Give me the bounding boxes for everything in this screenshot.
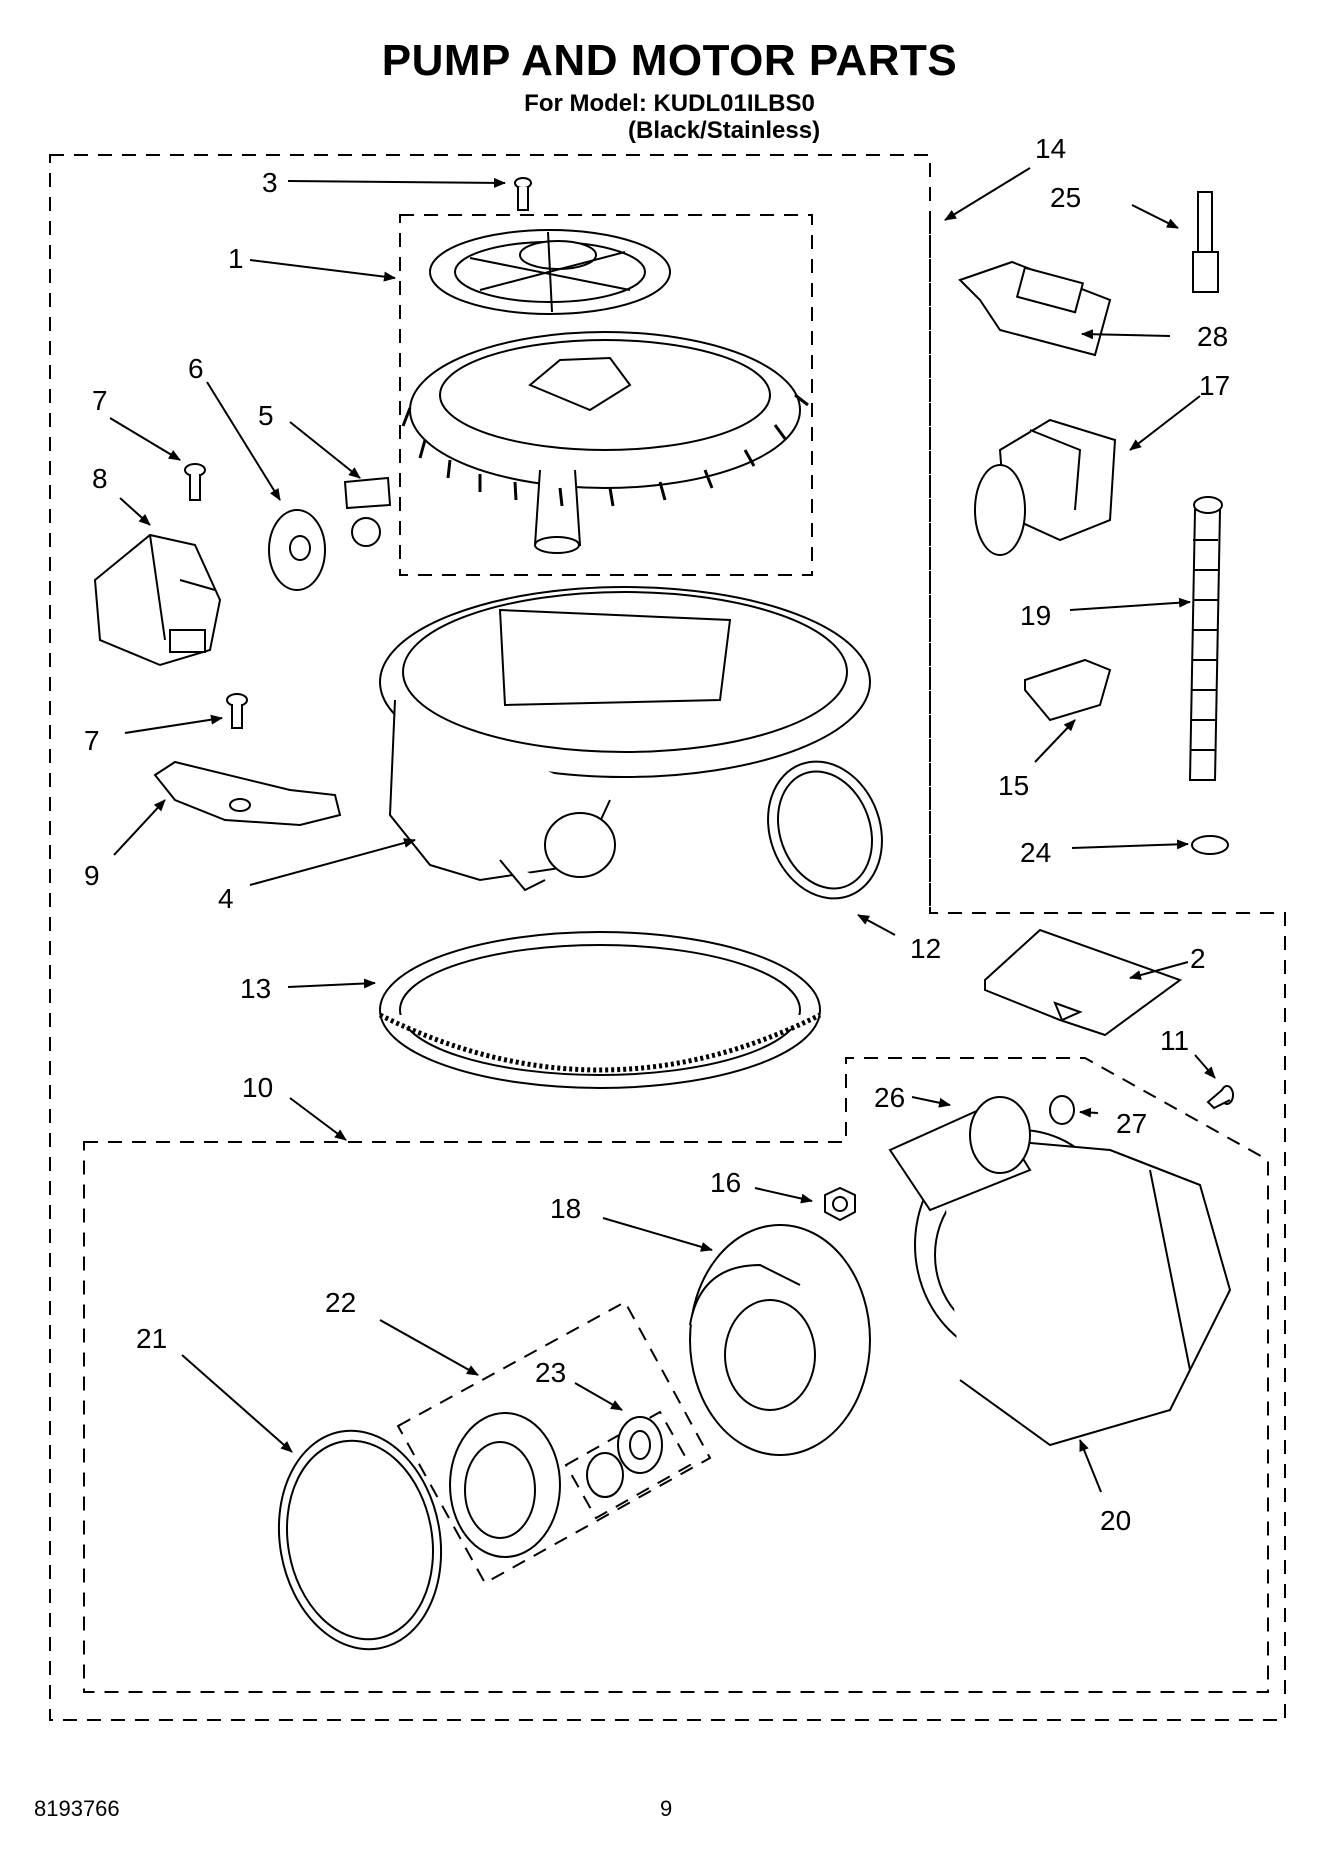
nut-16-part <box>824 1186 856 1222</box>
motor-housing-8-part <box>93 533 222 667</box>
dashed-group-outlines <box>49 154 1286 1721</box>
pump-housing-18-part <box>689 1224 871 1456</box>
callout-20: 20 <box>1100 1505 1131 1536</box>
document-number: 8193766 <box>34 1796 120 1821</box>
seal-13-part <box>378 931 822 1089</box>
callout-9: 9 <box>84 860 100 891</box>
callout-22: 22 <box>325 1287 356 1318</box>
model-line: For Model: KUDL01ILBS0 <box>524 90 815 117</box>
screw-7a-part <box>184 463 206 501</box>
leader-arrows <box>109 167 1216 1493</box>
callout-12: 12 <box>910 933 941 964</box>
callout-18: 18 <box>550 1193 581 1224</box>
callout-25: 25 <box>1050 182 1081 213</box>
screw-3-part <box>514 177 532 211</box>
grommet-5-part <box>343 476 392 547</box>
variant-line: (Black/Stainless) <box>628 117 821 144</box>
callout-21: 21 <box>136 1323 167 1354</box>
ring-21-part <box>277 1429 443 1651</box>
screw-7b-part <box>226 693 248 729</box>
group-10-outline <box>83 1057 1269 1693</box>
group-1-outline <box>399 214 813 576</box>
latch-15-part <box>1024 658 1112 722</box>
callout-labels: 3 1 14 25 28 17 7 6 5 8 7 9 4 19 15 24 1… <box>84 133 1230 1536</box>
pump-cover-part <box>401 331 809 554</box>
callout-5: 5 <box>258 400 274 431</box>
callout-2: 2 <box>1190 943 1206 974</box>
callout-15: 15 <box>998 770 1029 801</box>
sump-4-part <box>379 586 871 892</box>
callout-16: 16 <box>710 1167 741 1198</box>
grommet-27-part <box>1049 1095 1075 1125</box>
callout-3: 3 <box>262 167 278 198</box>
callout-17: 17 <box>1199 370 1230 401</box>
callout-24: 24 <box>1020 837 1051 868</box>
clamp-24-part <box>1191 835 1229 855</box>
spray-arm-cover-part <box>429 229 671 315</box>
impeller-22-part <box>449 1412 561 1558</box>
callout-14: 14 <box>1035 133 1066 164</box>
callout-8: 8 <box>92 463 108 494</box>
callout-1: 1 <box>228 243 244 274</box>
seal-23-part <box>586 1416 663 1498</box>
callout-28: 28 <box>1197 321 1228 352</box>
ring-12-part <box>767 760 883 900</box>
callout-7-upper: 7 <box>92 385 108 416</box>
callout-6: 6 <box>188 353 204 384</box>
sensor-bracket-6-part <box>268 509 326 591</box>
callout-7-lower: 7 <box>84 725 100 756</box>
page-title: PUMP AND MOTOR PARTS <box>381 36 958 85</box>
screw-11-part <box>1206 1085 1234 1110</box>
capacitor-26-part <box>888 1096 1032 1212</box>
group-22-outline <box>396 1300 712 1585</box>
callout-11: 11 <box>1160 1025 1189 1056</box>
group-23-outline <box>564 1410 692 1520</box>
callout-4: 4 <box>218 883 234 914</box>
callout-19: 19 <box>1020 600 1051 631</box>
hose-19-part <box>1188 496 1223 781</box>
callout-26: 26 <box>874 1082 905 1113</box>
part-drawings <box>93 177 1234 1651</box>
outer-group-outline <box>49 154 1286 1721</box>
sensor-25-part <box>1192 191 1219 293</box>
callout-13: 13 <box>240 973 271 1004</box>
callout-27: 27 <box>1116 1108 1147 1139</box>
page-number: 9 <box>660 1796 673 1821</box>
shield-2-part <box>984 928 1183 1037</box>
callout-10: 10 <box>242 1072 273 1103</box>
cover-28-part <box>958 260 1112 357</box>
callout-23: 23 <box>535 1357 566 1388</box>
bracket-9-part <box>153 760 342 827</box>
diverter-17-part <box>974 418 1117 556</box>
